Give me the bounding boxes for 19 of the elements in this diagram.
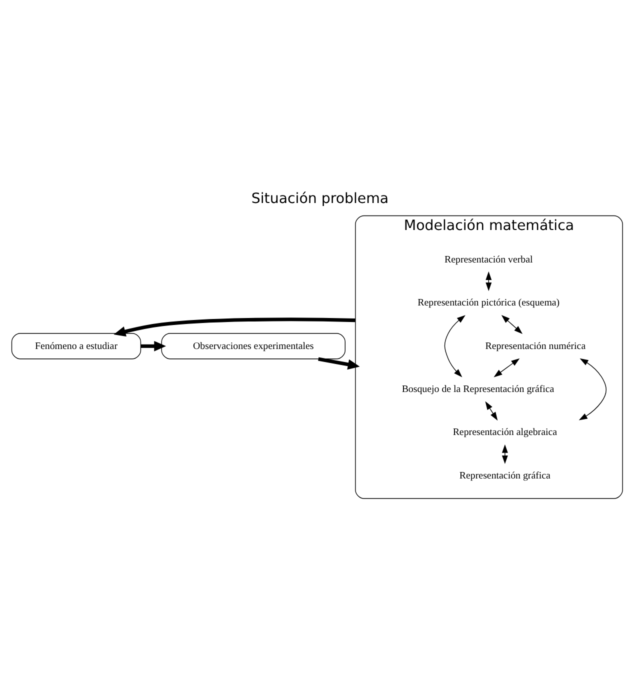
diagram-title: Situación problema bbox=[251, 191, 389, 208]
arrow bbox=[501, 315, 523, 334]
arrow bbox=[140, 340, 166, 352]
arrow bbox=[114, 318, 356, 337]
node-box: Observaciones experimentales bbox=[161, 333, 346, 360]
arrow bbox=[485, 401, 498, 421]
node-text: Representación pictórica (esquema) bbox=[418, 298, 560, 309]
arrow bbox=[486, 271, 492, 292]
arrow bbox=[578, 358, 606, 420]
node-box: Fenómeno a estudiar bbox=[11, 333, 142, 360]
arrow bbox=[494, 358, 520, 378]
node-text: Bosquejo de la Representación gráfica bbox=[402, 384, 554, 395]
arrow bbox=[444, 315, 466, 378]
node-text: Representación numérica bbox=[485, 340, 586, 352]
node-text: Representación verbal bbox=[444, 254, 533, 266]
node-text: Representación gráfica bbox=[459, 470, 550, 482]
arrow bbox=[318, 357, 360, 370]
arrow bbox=[502, 444, 508, 464]
node-text: Representación algebraica bbox=[452, 427, 558, 438]
